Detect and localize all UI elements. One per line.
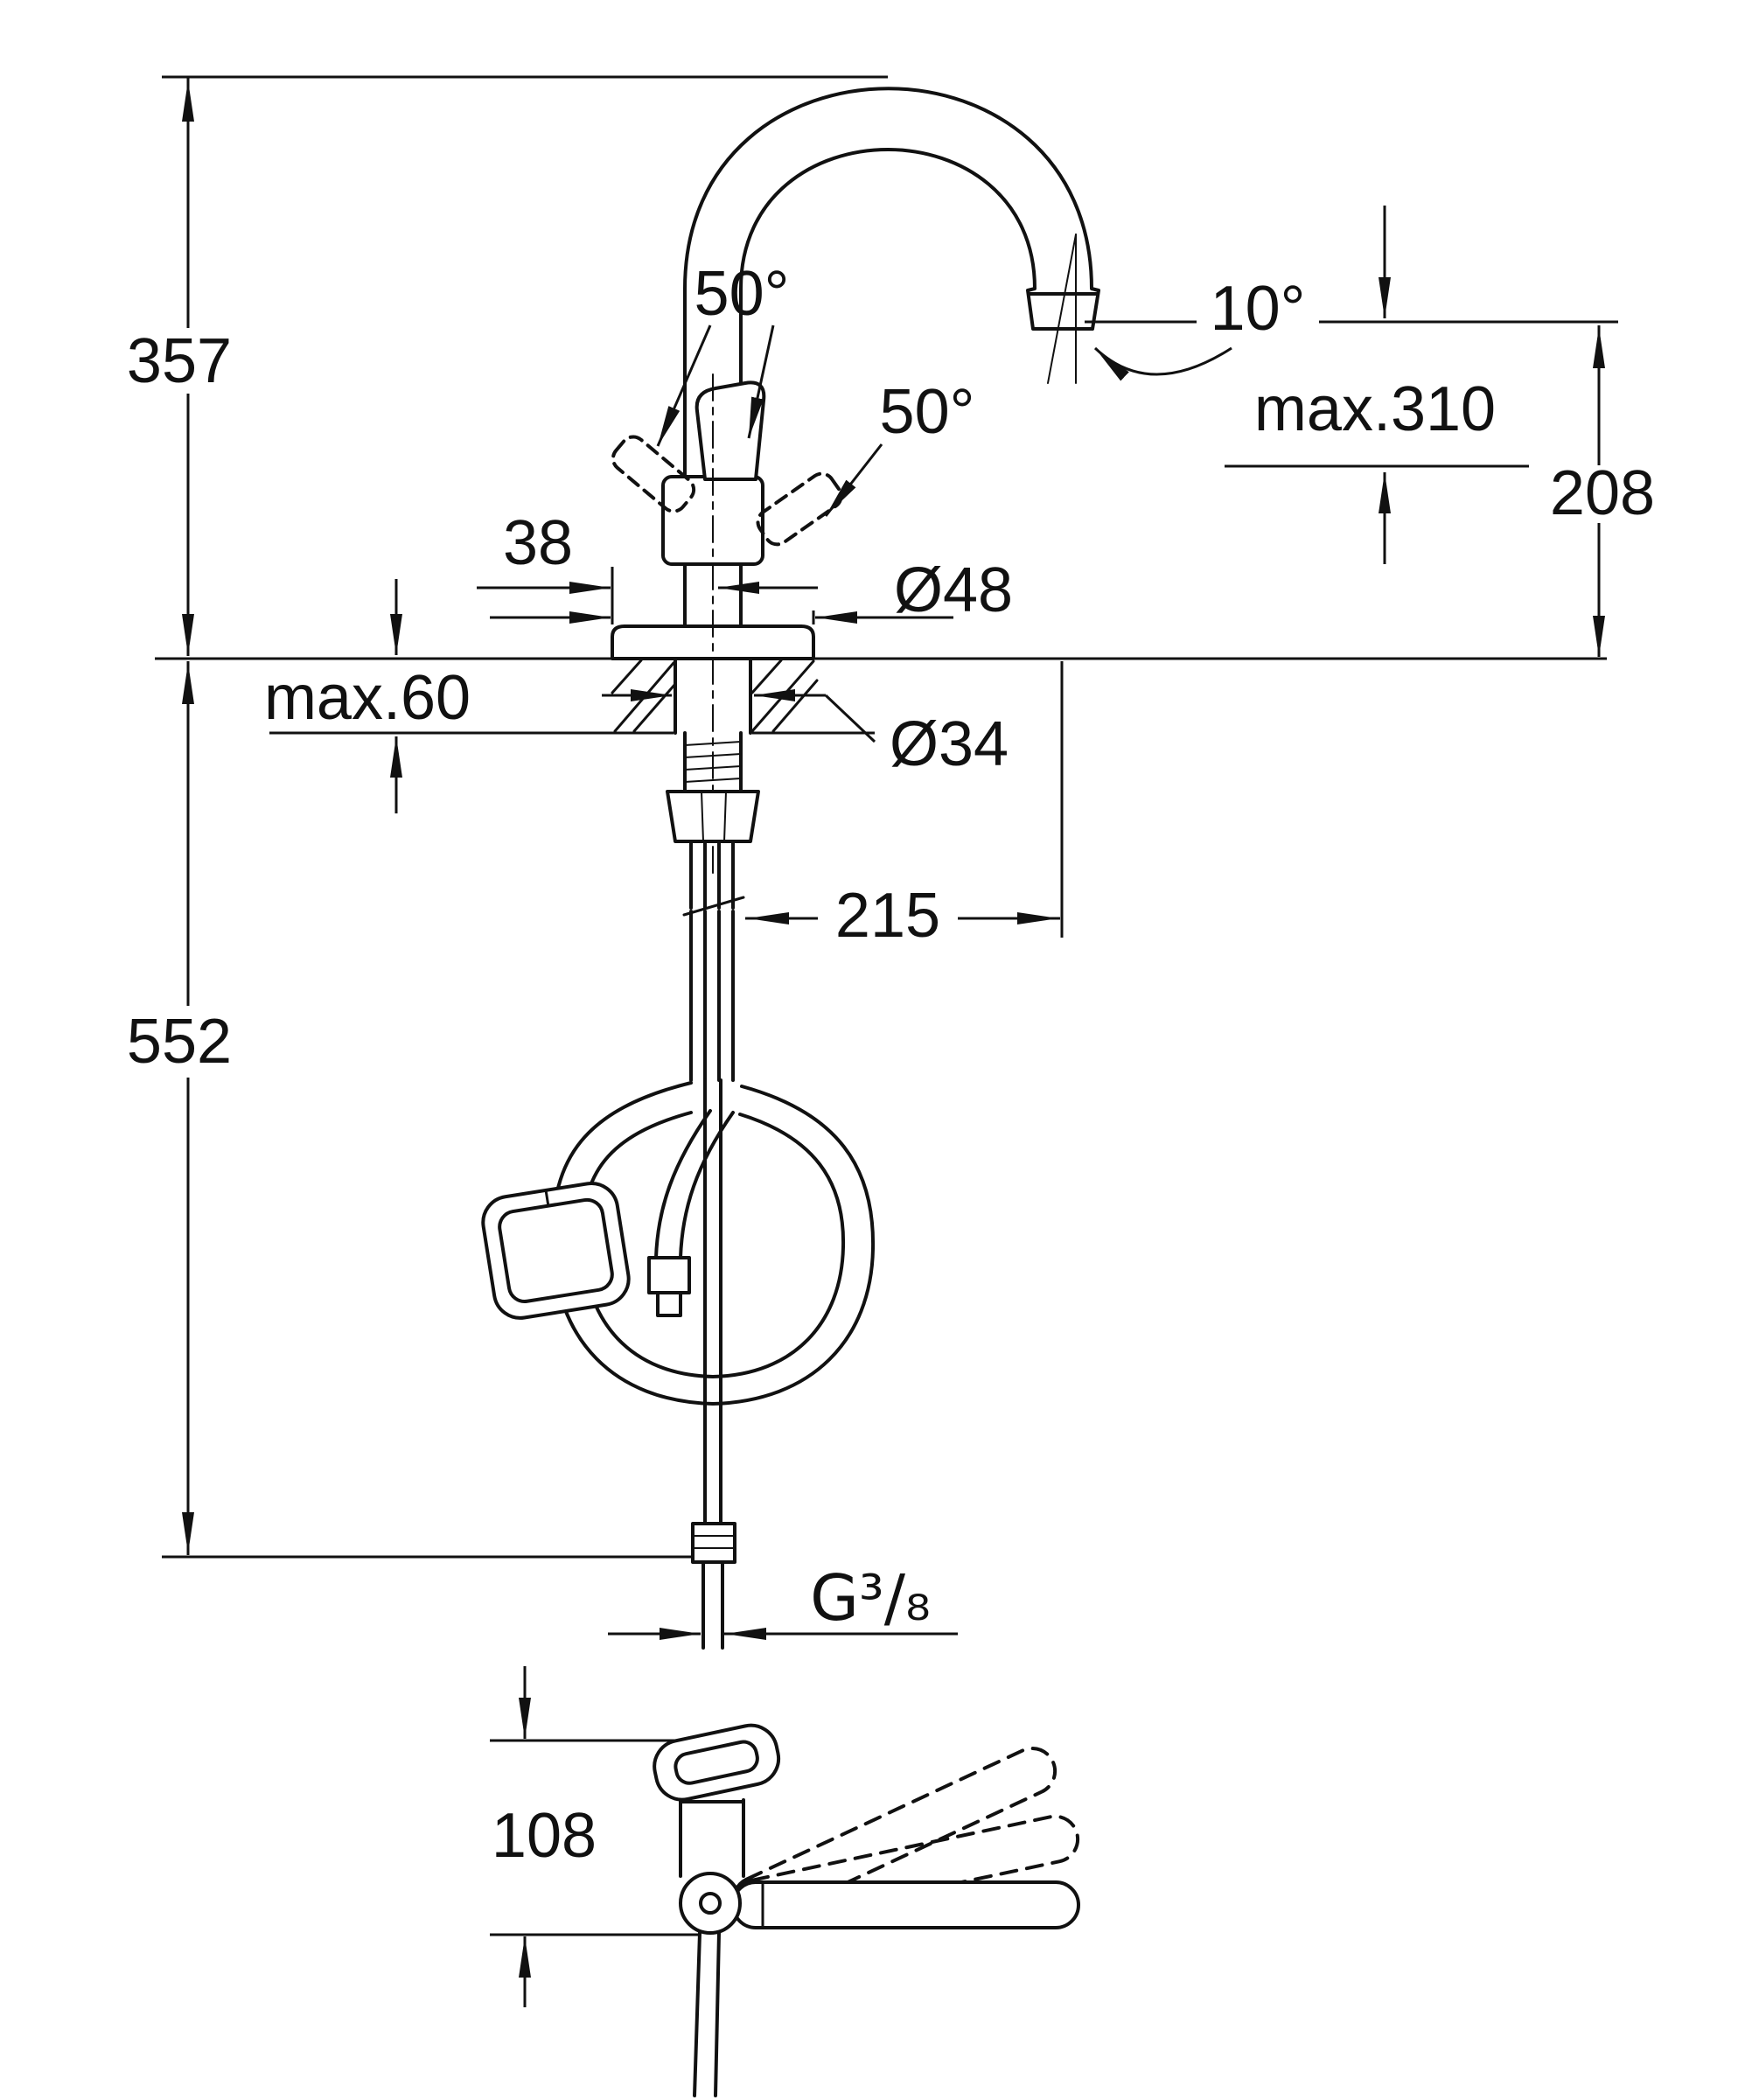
faucet-spout (683, 87, 1100, 485)
dim-d34-label: Ø34 (890, 709, 1009, 779)
swivel-arm (731, 1880, 1080, 1929)
reference-lines (155, 75, 1607, 1559)
mounting-shank (666, 731, 760, 843)
dim-50-right-label: 50° (880, 377, 975, 447)
spout-angle-lines (1047, 234, 1077, 384)
dim-108-label: 108 (492, 1801, 597, 1871)
pullout-connector (691, 1522, 736, 1564)
dim-215-label: 215 (835, 881, 940, 951)
dimension-lines (182, 77, 1618, 2007)
dim-thread-label: G³/₈ (810, 1561, 931, 1635)
faucet-base-flange (611, 624, 815, 660)
handle-swivel-ghost-left (611, 435, 696, 513)
dim-50-left-label: 50° (695, 259, 790, 329)
faucet-drawing (481, 87, 1100, 2097)
hose-bundle (682, 840, 745, 1082)
bottom-view-handle (653, 1723, 781, 1802)
dim-max60-label: max.60 (264, 663, 471, 733)
hose-break-mark (682, 896, 745, 917)
dim-10-label: 10° (1211, 274, 1306, 344)
bottom-view (653, 1723, 1080, 2097)
dim-552-label: 552 (127, 1007, 232, 1077)
dimension-labels: 357 552 50° 50° 10° max.310 208 38 Ø48 m… (127, 259, 1655, 1871)
bottom-hose-left (693, 1931, 701, 2097)
hose-weight (481, 1181, 631, 1320)
faucet-handle (695, 380, 766, 481)
dim-208-label: 208 (1550, 458, 1655, 528)
dim-38-label: 38 (503, 508, 573, 578)
pullout-hose (691, 1078, 736, 1650)
mounting-nut (666, 790, 760, 843)
dim-d48-label: Ø48 (894, 555, 1013, 625)
dim-357-label: 357 (127, 326, 232, 396)
bottom-hose-right (714, 1931, 721, 2097)
dim-max310-label: max.310 (1254, 374, 1496, 444)
